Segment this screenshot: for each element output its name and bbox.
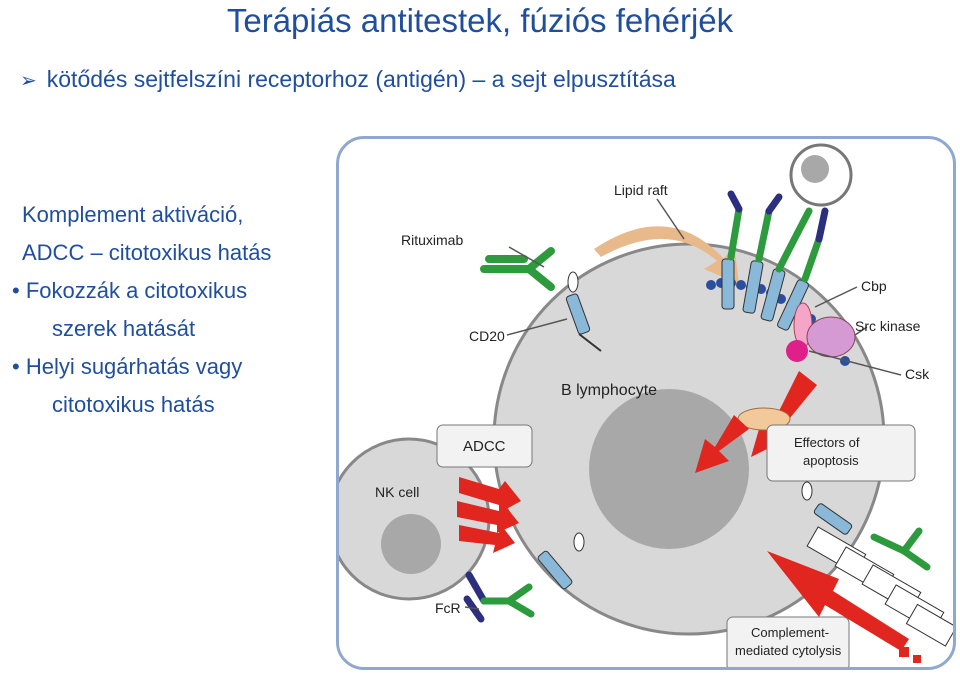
nk-cell-label: NK cell xyxy=(375,484,419,500)
rituximab-antibody xyxy=(480,247,555,291)
mechanism-diagram-panel: Lipid raft Rituximab CD20 Cbp Src kinase… xyxy=(336,136,956,670)
left-text-block: Komplement aktiváció, ADCC – citotoxikus… xyxy=(12,196,271,424)
raft-arrow xyxy=(594,226,739,284)
rituximab-label: Rituximab xyxy=(401,232,463,248)
effectors-box xyxy=(766,424,916,482)
adcc-label: ADCC xyxy=(463,438,506,455)
leader-lines xyxy=(464,198,902,610)
left-line-6: citotoxikus hatás xyxy=(52,392,215,417)
complement-box xyxy=(726,616,850,667)
complement-label-2: mediated cytolysis xyxy=(735,643,842,658)
raft-receptor-cluster xyxy=(721,258,809,331)
left-line-1: Komplement aktiváció, xyxy=(22,202,244,227)
cd20-receptor-single xyxy=(565,271,602,352)
b-lymphocyte-nucleus xyxy=(589,389,749,549)
src-kinase-label: Src kinase xyxy=(855,318,921,334)
adcc-box xyxy=(436,424,533,468)
lipid-raft-label: Lipid raft xyxy=(614,182,668,198)
fcr-label: FcR xyxy=(435,600,461,616)
bullet-main-text: kötődés sejtfelszíni receptorhoz (antigé… xyxy=(46,66,676,92)
fcr-antibody xyxy=(463,571,535,623)
slide-title: Terápiás antitestek, fúziós fehérjék xyxy=(226,2,734,39)
mechanism-diagram: Lipid raft Rituximab CD20 Cbp Src kinase… xyxy=(339,143,953,667)
complement-pores xyxy=(806,526,953,647)
src-kinase-protein xyxy=(806,316,856,358)
complement-label-1: Complement- xyxy=(751,625,829,640)
cd20-label: CD20 xyxy=(469,328,505,344)
left-line-5: • Helyi sugárhatás vagy xyxy=(12,354,243,379)
raft-antibodies xyxy=(727,190,829,283)
signal-arrow-apoptosis xyxy=(695,415,749,473)
csk-label: Csk xyxy=(905,366,930,382)
effectors-label-1: Effectors of xyxy=(794,435,860,450)
cd20-receptor-bottom xyxy=(537,532,585,590)
cd20-receptor-right xyxy=(801,481,853,535)
left-line-3: • Fokozzák a citotoxikus xyxy=(12,278,248,303)
adcc-arrows xyxy=(457,477,521,553)
left-line-4: szerek hatását xyxy=(52,316,196,341)
effector-cell-top-nucleus xyxy=(801,155,829,183)
bullet-main: ➢ kötődés sejtfelszíni receptorhoz (antig… xyxy=(20,66,676,93)
b-lymphocyte-label: B lymphocyte xyxy=(561,382,657,399)
nk-cell-nucleus xyxy=(381,514,441,574)
right-antibody xyxy=(870,527,931,571)
left-line-2: ADCC – citotoxikus hatás xyxy=(22,240,272,265)
csk-protein xyxy=(786,340,808,362)
arrow-bullet-icon: ➢ xyxy=(20,70,37,92)
complement-arrow xyxy=(767,551,921,663)
effectors-label-2: apoptosis xyxy=(803,453,859,468)
cbp-label: Cbp xyxy=(861,278,887,294)
